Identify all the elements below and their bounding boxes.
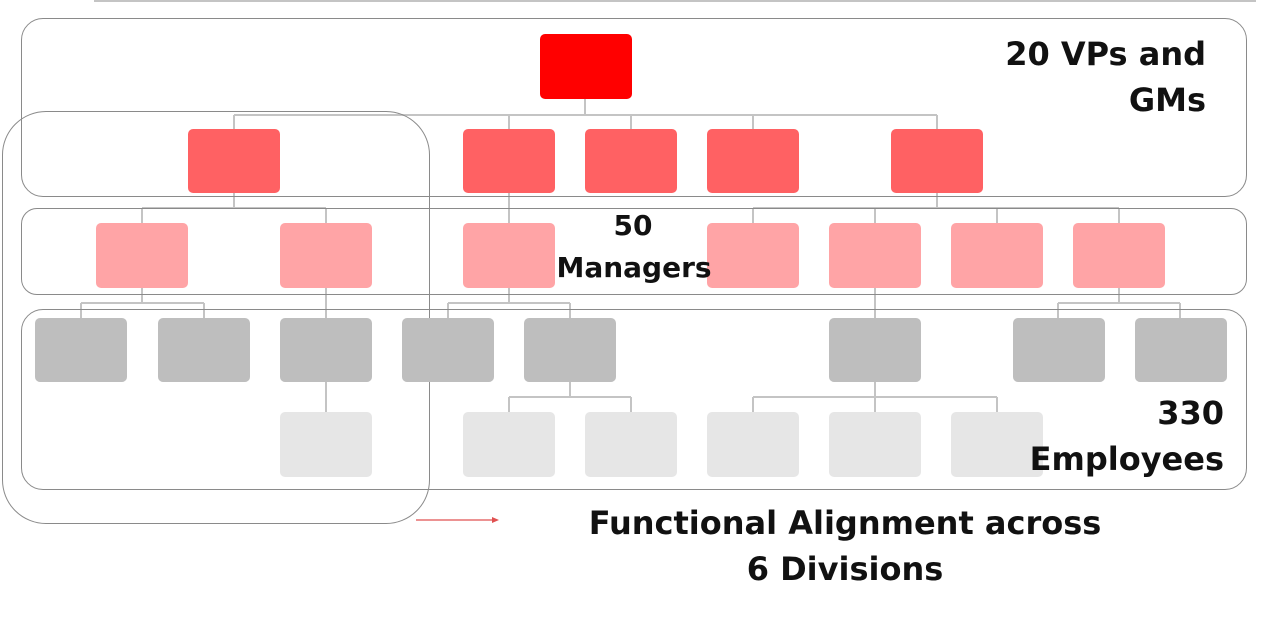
manager-box (951, 223, 1043, 288)
employee-box (829, 318, 921, 382)
employee-box (280, 318, 372, 382)
manager-band (21, 208, 1247, 295)
manager-box (96, 223, 188, 288)
manager-box (280, 223, 372, 288)
employee-box (158, 318, 250, 382)
employee-box (524, 318, 616, 382)
vp-gm-box (463, 129, 555, 193)
employee-band (21, 309, 1247, 490)
manager-box (463, 223, 555, 288)
junior-employee-box (463, 412, 555, 477)
employees-word-label: Employees (1029, 440, 1224, 478)
vp-gm-box (585, 129, 677, 193)
junior-employee-box (829, 412, 921, 477)
junior-employee-box (951, 412, 1043, 477)
division-highlight (2, 111, 430, 524)
employee-box (1135, 318, 1227, 382)
manager-box (829, 223, 921, 288)
manager-box (707, 223, 799, 288)
functional-alignment-caption: Functional Alignment across 6 Divisions (588, 504, 1102, 588)
junior-employee-box (585, 412, 677, 477)
junior-employee-box (707, 412, 799, 477)
vp-gm-box (188, 129, 280, 193)
employees-count-label: 330 (1157, 394, 1224, 432)
vp-gm-box (891, 129, 983, 193)
executives-label: 20 VPs and GMs (1005, 35, 1206, 119)
employee-box (402, 318, 494, 382)
executive-band (21, 18, 1247, 197)
manager-box (1073, 223, 1165, 288)
managers-word-label: Managers (556, 251, 712, 284)
employee-box (35, 318, 127, 382)
junior-employee-box (280, 412, 372, 477)
employee-box (1013, 318, 1105, 382)
top-executive-box (540, 34, 632, 99)
managers-count-label: 50 (613, 209, 653, 242)
vp-gm-box (707, 129, 799, 193)
